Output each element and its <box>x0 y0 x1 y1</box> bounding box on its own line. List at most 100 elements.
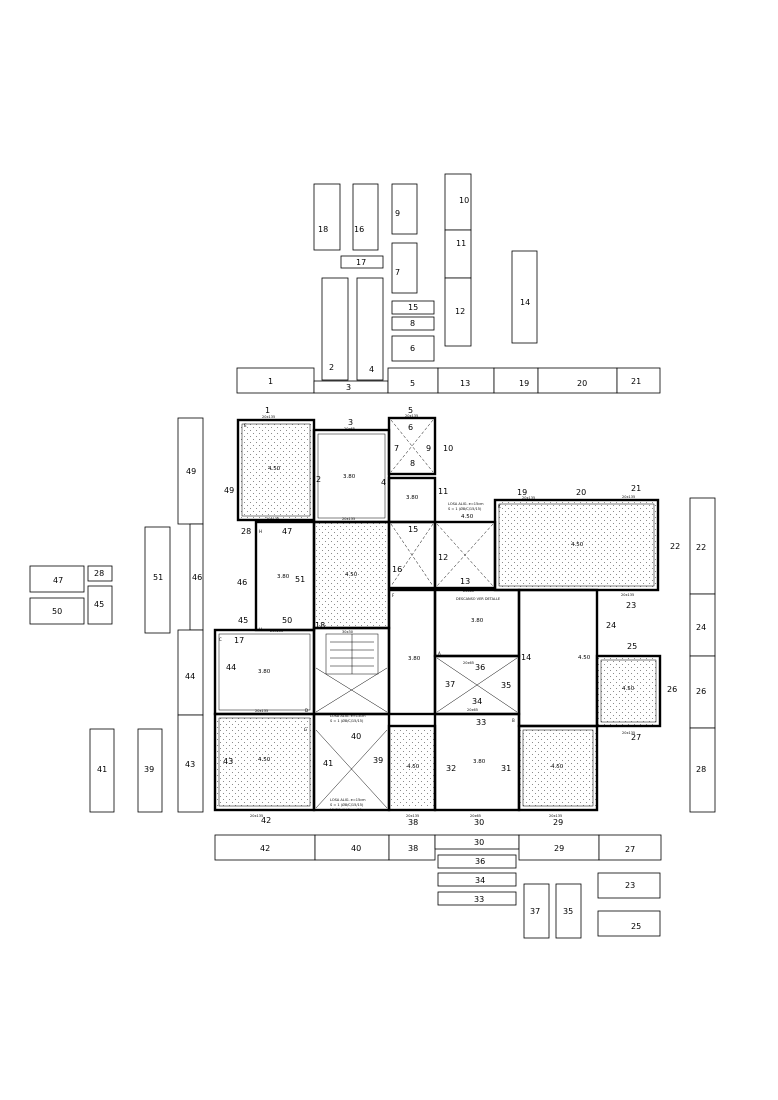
plan-num-43: 43 <box>223 757 233 766</box>
inner-line-1 <box>241 423 311 517</box>
level-label: 4.50 <box>578 655 591 661</box>
plan-num-17: 17 <box>234 636 244 645</box>
beam-box-7 <box>391 242 418 294</box>
plan-num-21: 21 <box>631 484 641 493</box>
section-label: 20x65 <box>470 814 481 818</box>
beam-label-19: 19 <box>519 379 529 388</box>
beam-box-25 <box>597 910 661 937</box>
beam-box-18 <box>313 183 341 251</box>
wall-room-3 <box>387 416 437 476</box>
plan-num-45: 45 <box>238 616 248 625</box>
beam-label-2: 2 <box>329 363 334 372</box>
floor-plan <box>213 416 662 812</box>
beam-box-9 <box>391 183 418 235</box>
plan-num-36: 36 <box>475 663 485 672</box>
beam-label-45: 45 <box>94 600 104 609</box>
wall-room-21 <box>517 724 599 812</box>
section-label: 20x65 <box>463 589 474 593</box>
beam-label-14: 14 <box>520 298 530 307</box>
stair <box>325 633 379 675</box>
plan-num-10: 10 <box>443 444 453 453</box>
beam-label-29: 29 <box>554 844 564 853</box>
beam-box-50 <box>29 597 85 625</box>
beam-label-10: 10 <box>459 196 469 205</box>
inner-line-6 <box>522 729 594 807</box>
plan-num-41: 41 <box>323 759 333 768</box>
plan-num-4: 4 <box>381 478 386 487</box>
level-label: 3.80 <box>406 495 419 501</box>
beam-box-20 <box>537 367 618 394</box>
plan-num-11: 11 <box>438 487 448 496</box>
beam-box-36 <box>437 854 517 869</box>
beam-box-21 <box>616 367 661 394</box>
plan-num-6: 6 <box>408 423 413 432</box>
beam-label-6: 6 <box>410 344 415 353</box>
beam-schedule-right: 22 24 26 28 <box>689 497 716 813</box>
hatch-line-10 <box>315 667 388 713</box>
note-losa-top-spec: S = 1 (Ø8/C/15/15) <box>448 506 482 511</box>
plan-num-1: 1 <box>265 406 270 415</box>
beam-label-25: 25 <box>631 922 641 931</box>
plan-num-7: 7 <box>394 444 399 453</box>
beam-label-47: 47 <box>53 576 63 585</box>
plan-num-23: 23 <box>626 601 636 610</box>
level-label: 4.50 <box>622 686 635 692</box>
plan-num-19: 19 <box>517 488 527 497</box>
node-H-top: H <box>259 529 262 534</box>
wall-room-16 <box>595 654 662 728</box>
section-label: 20x65 <box>467 708 478 712</box>
hatch-line-4 <box>390 523 434 587</box>
plan-num-22: 22 <box>670 542 680 551</box>
plan-beam-numbers: 1 3 5 49 2 4 10 11 9 19 20 21 22 28 47 4… <box>223 406 680 827</box>
level-label: 3.80 <box>277 574 290 580</box>
plan-num-24: 24 <box>606 621 616 630</box>
beam-box-42 <box>214 834 316 861</box>
beam-label-24: 24 <box>696 623 706 632</box>
beam-label-39: 39 <box>144 765 154 774</box>
beam-label-8: 8 <box>410 319 415 328</box>
beam-box-10 <box>444 173 472 231</box>
level-label: 4.50 <box>407 764 420 770</box>
plan-num-50: 50 <box>282 616 292 625</box>
plan-num-18: 18 <box>315 621 325 630</box>
beam-label-9: 9 <box>395 209 400 218</box>
plan-num-27: 27 <box>631 733 641 742</box>
beam-box-12 <box>444 277 472 347</box>
beam-label-43: 43 <box>185 760 195 769</box>
beam-label-23: 23 <box>625 881 635 890</box>
beam-box-19 <box>493 367 539 394</box>
beam-schedule-bottom: 42 40 38 30 29 27 36 34 23 33 37 35 25 <box>214 834 662 939</box>
beam-box-5 <box>387 367 439 394</box>
plan-num-39: 39 <box>373 756 383 765</box>
inner-line-5 <box>218 717 311 807</box>
beam-box-35 <box>555 883 582 939</box>
plan-num-2: 2 <box>316 475 321 484</box>
plan-num-5: 5 <box>408 406 413 415</box>
beam-label-15: 15 <box>408 303 418 312</box>
hatch-line-1 <box>390 419 434 473</box>
plan-num-32: 32 <box>446 764 456 773</box>
beam-box-6 <box>391 335 435 362</box>
beam-label-27: 27 <box>625 845 635 854</box>
beam-label-22: 22 <box>696 543 706 552</box>
plan-num-9: 9 <box>426 444 431 453</box>
beam-box-11 <box>444 229 472 279</box>
level-label: 3.80 <box>258 669 271 675</box>
slab-fill-3 <box>497 502 658 590</box>
level-label: 3.80 <box>473 759 486 765</box>
section-label: 20x135 <box>342 517 355 521</box>
beam-label-41: 41 <box>97 765 107 774</box>
hatch-line-12 <box>315 729 388 809</box>
level-label: 3.80 <box>408 656 421 662</box>
beam-box-44 <box>177 629 204 716</box>
section-label: 20x135 <box>266 517 279 521</box>
beam-box-26 <box>689 655 716 729</box>
slab-fill-1 <box>240 422 314 518</box>
beam-box-40 <box>314 834 390 861</box>
plan-num-34: 34 <box>472 697 482 706</box>
beam-label-37: 37 <box>530 907 540 916</box>
beam-box-4 <box>356 277 384 381</box>
beam-label-36: 36 <box>475 857 485 866</box>
plan-num-12: 12 <box>438 553 448 562</box>
wall-room-12 <box>387 588 437 716</box>
